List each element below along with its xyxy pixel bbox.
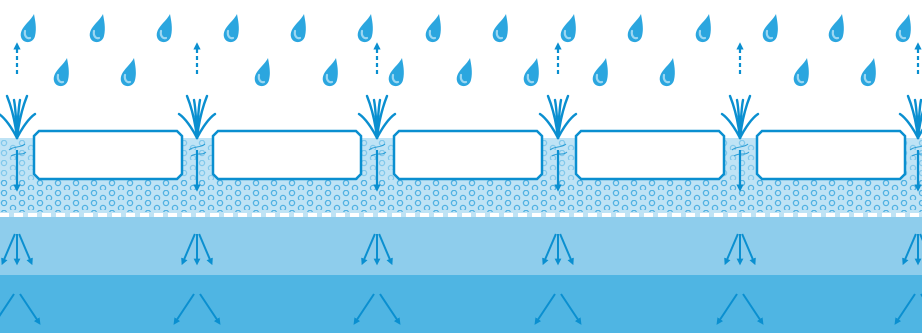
raindrop-icon (660, 58, 675, 86)
raindrop-icon (255, 58, 270, 86)
paver-block-4 (576, 131, 724, 179)
raindrop-icon (323, 58, 338, 86)
raindrop-icon (224, 14, 239, 42)
raindrop-icon (389, 58, 404, 86)
raindrop-icon (157, 14, 172, 42)
raindrop-icon (896, 14, 911, 42)
raindrop-icon (54, 58, 69, 86)
raindrop-icon (524, 58, 539, 86)
raindrop-icon (457, 58, 472, 86)
raindrop-icon (794, 58, 809, 86)
raindrop-icon (829, 14, 844, 42)
raindrop-icon (861, 58, 876, 86)
paver-block-1 (34, 131, 182, 179)
raindrop-icon (561, 14, 576, 42)
bedding-texture (0, 180, 922, 212)
raindrop-icon (90, 14, 105, 42)
raindrop-icon (628, 14, 643, 42)
paver-block-5 (757, 131, 905, 179)
raindrop-icon (121, 58, 136, 86)
raindrop-icon (426, 14, 441, 42)
raindrop-icon (593, 58, 608, 86)
subgrade-layer (0, 274, 922, 333)
paver-block-2 (213, 131, 361, 179)
raindrop-icon (696, 14, 711, 42)
raindrop-icon (493, 14, 508, 42)
raindrop-icon (291, 14, 306, 42)
raindrop-icon (358, 14, 373, 42)
paver-block-3 (394, 131, 542, 179)
raindrop-icon (763, 14, 778, 42)
raindrop-icon (21, 14, 36, 42)
subbase-layer (0, 217, 922, 275)
